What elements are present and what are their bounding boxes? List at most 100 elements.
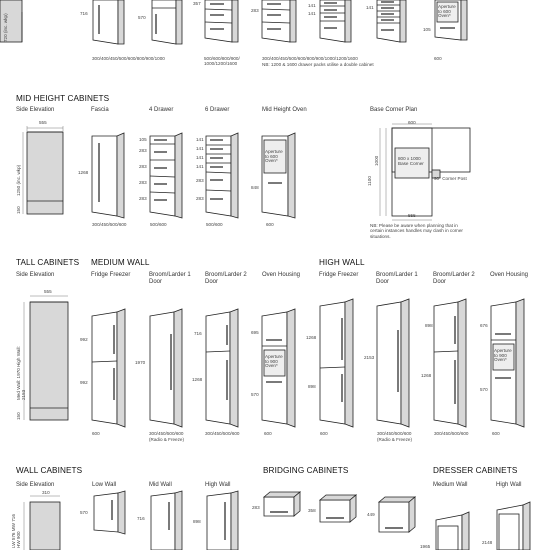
mw-oh-top: 695 (251, 330, 259, 335)
mid-side-label: Side Elevation (16, 107, 55, 113)
mid-fascia-caption: 300/450/500/600 (92, 222, 127, 227)
mw-oh-bot: 570 (251, 392, 259, 397)
dresser-high-height: 2148 (482, 540, 493, 545)
mid-four-caption: 500/600 (150, 222, 167, 227)
plan-box-label: 800 x 1000 Base Corner (398, 156, 424, 166)
mid-6d-d: 141 (196, 164, 204, 169)
mw-b2-caption: 300/450/500/600 (205, 431, 240, 436)
wall-side-label: Side Elevation (16, 482, 55, 488)
mw-b2-bot: 1268 (192, 377, 203, 382)
mw-oh-caption: 600 (264, 431, 272, 436)
hw-oh-top: 676 (480, 323, 488, 328)
dresser-mid-label: Medium Wall (433, 482, 468, 488)
plan-depth: 555 (408, 213, 416, 218)
mid-wall-height: 716 (137, 516, 145, 521)
mid-side-plinth: 150 (16, 206, 21, 214)
top-caption-c-note: NB: 1200 & 1600 drawer packs utilise a d… (262, 62, 374, 67)
mw-ff-top: 992 (80, 337, 88, 342)
mw-ff-label: Fridge Freezer (91, 272, 131, 278)
plan-length-1: 1100 (367, 176, 372, 186)
plan-note: NB: Please be aware when planning that i… (370, 223, 463, 239)
top-dim-716: 716 (80, 11, 88, 16)
high-wall-heading: HIGH WALL (319, 258, 365, 267)
plan-length-2: 1000 (374, 155, 379, 166)
wall-side-height: LW 576 MW 716 HW 900 (11, 514, 21, 548)
mw-oh-label: Oven Housing (262, 272, 301, 278)
mw-b2-top: 716 (194, 331, 202, 336)
mw-ff-bot: 992 (80, 380, 88, 385)
high-wall-height: 898 (193, 519, 201, 524)
mid-6d-e: 283 (196, 178, 204, 183)
top-dim-2: 283 (251, 8, 259, 13)
top-dim-4: 141 (308, 11, 316, 16)
top-dim-570: 570 (138, 15, 146, 20)
mid-height-heading: MID HEIGHT CABINETS (16, 94, 110, 103)
mid-oven-aperture: Aperture to 600 Oven* (265, 149, 283, 164)
top-dim-6: 105 (423, 27, 431, 32)
top-caption-d: 600 (434, 56, 442, 61)
dresser-high-label: High Wall (496, 482, 522, 488)
mid-6d-a: 141 (196, 137, 204, 142)
tall-side-plinth: 150 (16, 412, 21, 420)
wall-side-depth: 310 (42, 490, 50, 495)
top-dim-1: 357 (193, 1, 201, 6)
top-caption-c: 300/400/450/500/600/800/900/1000/1200/16… (262, 56, 358, 61)
dresser-mid-height: 1965 (420, 544, 431, 549)
bridging-c: 449 (367, 512, 375, 517)
hw-b1-height: 2153 (364, 355, 375, 360)
mid-side-depth: 555 (39, 120, 47, 125)
hw-oh-caption: 600 (492, 431, 500, 436)
mw-b1-note: (Radio & Freeze) (149, 437, 184, 442)
hw-ff-bot: 898 (308, 384, 316, 389)
wall-heading: WALL CABINETS (16, 466, 83, 475)
tall-drawings (23, 295, 525, 428)
high-wall-label: High Wall (205, 482, 231, 488)
mid-oven-label: Mid Height Oven (262, 107, 307, 113)
mid-six-caption: 500/600 (206, 222, 223, 227)
plan-width: 600 (408, 120, 416, 125)
mid-fascia-height: 1268 (78, 170, 89, 175)
mid-4d-c: 283 (139, 164, 147, 169)
mid-4d-d: 283 (139, 180, 147, 185)
mw-oh-aperture: Aperture to 900 Oven* (265, 354, 283, 369)
mw-ff-caption: 600 (92, 431, 100, 436)
mid-6d-f: 283 (196, 196, 204, 201)
plan-post-label: 90° Corner Post (434, 176, 467, 181)
hw-b2-bot: 1268 (421, 373, 432, 378)
wall-drawings (23, 490, 531, 550)
mid-4d-b: 283 (139, 148, 147, 153)
mw-b1-height: 1970 (135, 360, 146, 365)
hw-ff-caption: 600 (320, 431, 328, 436)
tall-side-label: Side Elevation (16, 272, 55, 278)
mid-plan-label: Base Corner Plan (370, 107, 418, 113)
mid-four-label: 4 Drawer (149, 107, 174, 113)
mid-oven-height: 848 (251, 185, 259, 190)
mid-4d-a: 105 (139, 137, 147, 142)
top-row-drawings (0, 0, 468, 45)
mid-fascia-label: Fascia (91, 107, 109, 113)
tall-heading: TALL CABINETS (16, 258, 80, 267)
dresser-heading: DRESSER CABINETS (433, 466, 518, 475)
tall-side-depth: 555 (44, 289, 52, 294)
mw-b2-label: Broom/Larder 2 Door (205, 272, 247, 286)
top-caption-a: 300/400/450/500/600/800/900/1000 (92, 56, 165, 61)
hw-b1-label: Broom/Larder 1 Door (376, 272, 418, 286)
bridging-a: 283 (252, 505, 260, 510)
mid-height-drawings (22, 123, 471, 221)
mid-4d-e: 283 (139, 196, 147, 201)
hw-b2-label: Broom/Larder 2 Door (433, 272, 475, 286)
hw-ff-top: 1268 (306, 335, 317, 340)
mid-6d-b: 141 (196, 146, 204, 151)
medium-wall-heading: MEDIUM WALL (91, 258, 150, 267)
top-oven-aperture: Aperture to 600 Oven* (438, 4, 456, 19)
hw-b2-caption: 300/450/500/600 (434, 431, 469, 436)
bridging-b: 358 (308, 508, 316, 513)
top-dim-3: 141 (308, 3, 316, 8)
mid-side-height: 1250 (inc. wkp) (16, 164, 21, 196)
hw-oh-bot: 570 (480, 387, 488, 392)
bridging-heading: BRIDGING CABINETS (263, 466, 349, 475)
hw-b1-note: (Radio & Freeze) (377, 437, 412, 442)
hw-oh-aperture: Aperture to 900 Oven* (494, 348, 512, 363)
hw-ff-label: Fridge Freezer (319, 272, 359, 278)
